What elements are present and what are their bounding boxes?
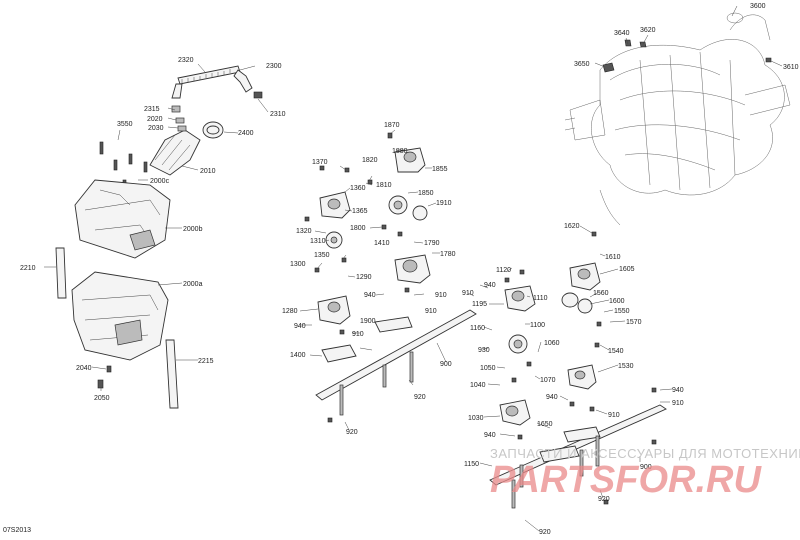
- callout-920b: 920: [346, 429, 358, 436]
- callout-1290: 1290: [356, 274, 372, 281]
- callout-2000c: 2000c: [150, 178, 170, 185]
- callout-1650: 1650: [537, 421, 553, 428]
- callout-2000b: 2000b: [183, 226, 203, 233]
- callout-910d: 910: [462, 290, 474, 297]
- air-box-base: [71, 271, 169, 361]
- callout-2210: 2210: [20, 265, 36, 272]
- leader-lines: [44, 5, 783, 532]
- callout-1530: 1530: [618, 363, 634, 370]
- callout-1060: 1060: [544, 340, 560, 347]
- callout-1540: 1540: [608, 348, 624, 355]
- callout-940f: 940: [484, 432, 496, 439]
- callout-3620: 3620: [640, 27, 656, 34]
- callout-2010: 2010: [200, 168, 216, 175]
- watermark-caption: ЗАПЧАСТИ И АКСЕССУАРЫ ДЛЯ МОТОТЕХНИКИ: [490, 446, 800, 461]
- callout-1850: 1850: [418, 190, 434, 197]
- air-intake-hose: [171, 65, 263, 99]
- callout-1070: 1070: [540, 377, 556, 384]
- callout-1110: 1110: [533, 295, 548, 302]
- callout-2315: 2315: [144, 106, 160, 113]
- engine-illustration: [564, 12, 791, 226]
- callout-2310: 2310: [270, 111, 286, 118]
- callout-1040: 1040: [470, 382, 486, 389]
- callout-1030: 1030: [468, 415, 484, 422]
- callout-1320: 1320: [296, 228, 312, 235]
- callout-3650: 3650: [574, 61, 590, 68]
- callout-1820: 1820: [362, 157, 378, 164]
- watermark-logo: PARTSFOR.RU: [490, 459, 762, 501]
- callout-1370: 1370: [312, 159, 328, 166]
- callout-910e: 910: [608, 412, 620, 419]
- callout-1900: 1900: [360, 318, 376, 325]
- callout-1780: 1780: [440, 251, 456, 258]
- callout-1120: 1120: [496, 267, 511, 274]
- intake-boot: [149, 105, 224, 176]
- diagram-code: 07S2013: [3, 527, 31, 534]
- callout-1550: 1550: [614, 308, 630, 315]
- callout-2215: 2215: [198, 358, 214, 365]
- callout-940c: 940: [484, 282, 496, 289]
- callout-1365: 1365: [352, 208, 368, 215]
- callout-940d: 940: [546, 394, 558, 401]
- callout-2300: 2300: [266, 63, 282, 70]
- straps: [55, 247, 179, 409]
- callout-1560: 1560: [593, 290, 609, 297]
- callout-1610: 1610: [605, 254, 621, 261]
- callout-2020: 2020: [147, 116, 163, 123]
- callout-1195: 1195: [472, 301, 487, 308]
- callout-910b: 910: [425, 308, 437, 315]
- callout-2000a: 2000a: [183, 281, 203, 288]
- callout-940a: 940: [364, 292, 376, 299]
- callout-910f: 910: [672, 400, 684, 407]
- callout-2040: 2040: [76, 365, 92, 372]
- rail-middle: [315, 309, 477, 416]
- callout-1280: 1280: [282, 308, 298, 315]
- callout-920d: 920: [539, 529, 551, 536]
- callout-900b: 900: [640, 464, 652, 471]
- callout-3600: 3600: [750, 3, 766, 10]
- callout-1050: 1050: [480, 365, 496, 372]
- mount-group-middle: [304, 132, 431, 423]
- callout-labels: 3600 3640 3620 3650 3610 2320 2300 2310 …: [20, 3, 799, 536]
- rail-right: [489, 404, 667, 509]
- callout-910a: 910: [435, 292, 447, 299]
- callout-930: 930: [478, 347, 490, 354]
- callout-940e: 940: [672, 387, 684, 394]
- callout-3640: 3640: [614, 30, 630, 37]
- callout-1855: 1855: [432, 166, 448, 173]
- callout-1410: 1410: [374, 240, 390, 247]
- callout-1810: 1810: [376, 182, 392, 189]
- callout-1150: 1150: [464, 461, 479, 468]
- callout-2050: 2050: [94, 395, 110, 402]
- callout-3610: 3610: [783, 64, 799, 71]
- callout-1790: 1790: [424, 240, 440, 247]
- callout-1360: 1360: [350, 185, 366, 192]
- callout-1620: 1620: [564, 223, 580, 230]
- callout-920a: 920: [414, 394, 426, 401]
- callout-1350: 1350: [314, 252, 330, 259]
- callout-1400: 1400: [290, 352, 306, 359]
- callout-900a: 900: [440, 361, 452, 368]
- callout-2030: 2030: [148, 125, 164, 132]
- callout-1870: 1870: [384, 122, 400, 129]
- callout-1160: 1160: [470, 325, 485, 332]
- callout-1605: 1605: [619, 266, 635, 273]
- mount-group-right: [499, 231, 657, 505]
- callout-2320: 2320: [178, 57, 194, 64]
- callout-3550: 3550: [117, 121, 133, 128]
- callout-1910: 1910: [436, 200, 452, 207]
- callout-1100: 1100: [530, 322, 545, 329]
- callout-2400: 2400: [238, 130, 254, 137]
- callout-940b: 940: [294, 323, 306, 330]
- air-box-cover: [74, 179, 171, 259]
- callout-1570: 1570: [626, 319, 642, 326]
- callout-1800: 1800: [350, 225, 366, 232]
- callout-1300: 1300: [290, 261, 306, 268]
- callout-1880: 1880: [392, 148, 408, 155]
- callout-910c: 910: [352, 331, 364, 338]
- callout-1310: 1310: [310, 238, 326, 245]
- callout-920c: 920: [598, 496, 610, 503]
- callout-1600: 1600: [609, 298, 625, 305]
